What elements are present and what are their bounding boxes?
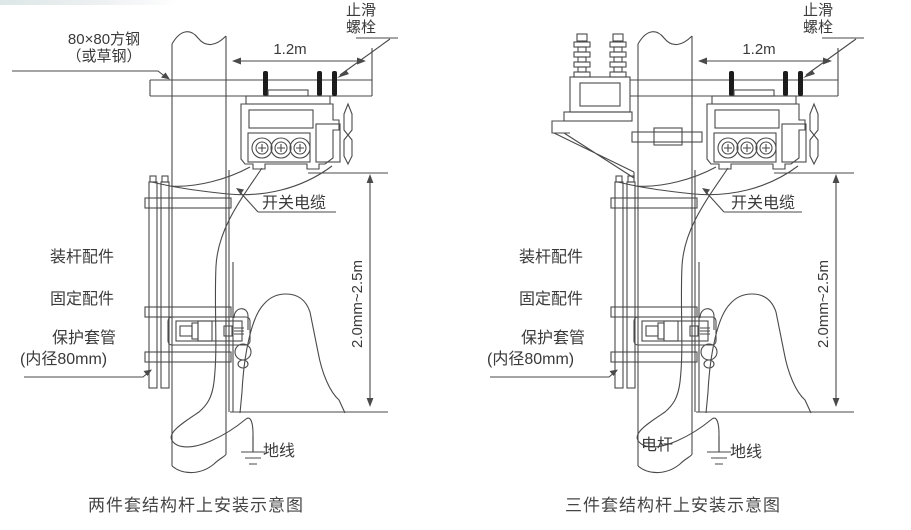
- bracket-step: [551, 120, 570, 134]
- beam-label: 80×80方钢 （或草钢）: [52, 31, 156, 65]
- ground-wire-label-right: 地线: [730, 444, 763, 461]
- beam-label-line2: （或草钢）: [66, 48, 142, 65]
- cropped-text-remnant: [0, 0, 178, 5]
- pole-fitting-label: 装杆配件: [50, 249, 115, 266]
- left-diagram: [12, 31, 399, 474]
- arm-clamp: [653, 127, 683, 146]
- transformer-body: [569, 76, 631, 113]
- left-diagram-caption: 两件套结构杆上安装示意图: [88, 496, 304, 515]
- antislip-label-line1: 止滑: [345, 2, 376, 19]
- width-dimension-label-right: 1.2m: [742, 41, 776, 58]
- transformer-panel: [579, 82, 621, 107]
- antislip-label-line2: 螺栓: [345, 19, 376, 36]
- right-diagram: [489, 31, 865, 474]
- antislip-label-right-line2: 螺栓: [802, 19, 833, 36]
- fixing-fitting-label: 固定配件: [50, 291, 115, 308]
- diagonal-brace: [553, 132, 635, 179]
- antislip-label-right-line1: 止滑: [802, 2, 833, 19]
- sleeve-label-right-line1: 保护套管: [521, 330, 586, 347]
- fixing-fitting-label-right: 固定配件: [519, 291, 584, 308]
- beam-label-line1: 80×80方钢: [67, 31, 141, 48]
- antislip-bolt-label: 止滑 螺栓: [341, 2, 381, 36]
- transformer-bushing-left: [573, 33, 591, 78]
- height-dimension-label: 2.0mm~2.5m: [349, 260, 366, 348]
- pole-label: 电杆: [641, 437, 674, 454]
- mounting-arm: [631, 131, 703, 143]
- switch-cable-label: 开关电缆: [262, 195, 327, 212]
- antislip-bolt-label-right: 止滑 螺栓: [798, 2, 838, 36]
- transformer-base: [563, 111, 633, 122]
- sleeve-label-line2: (内径80mm): [20, 351, 108, 368]
- height-dimension-label-right: 2.0mm~2.5m: [815, 260, 832, 348]
- beam-overhang-left: [12, 70, 172, 97]
- beam-stub: [630, 79, 638, 97]
- transformer-bushing-right: [609, 33, 627, 78]
- sleeve-label-line1: 保护套管: [52, 330, 117, 347]
- sleeve-label-right-line2: (内径80mm): [487, 351, 575, 368]
- right-diagram-caption: 三件套结构杆上安装示意图: [565, 496, 781, 515]
- voltage-transformer-unit: [551, 33, 703, 179]
- ground-wire-label: 地线: [263, 443, 296, 460]
- pole-fitting-label-right: 装杆配件: [519, 249, 584, 266]
- width-dimension-label: 1.2m: [273, 41, 307, 58]
- switch-cable-label-right: 开关电缆: [731, 195, 796, 212]
